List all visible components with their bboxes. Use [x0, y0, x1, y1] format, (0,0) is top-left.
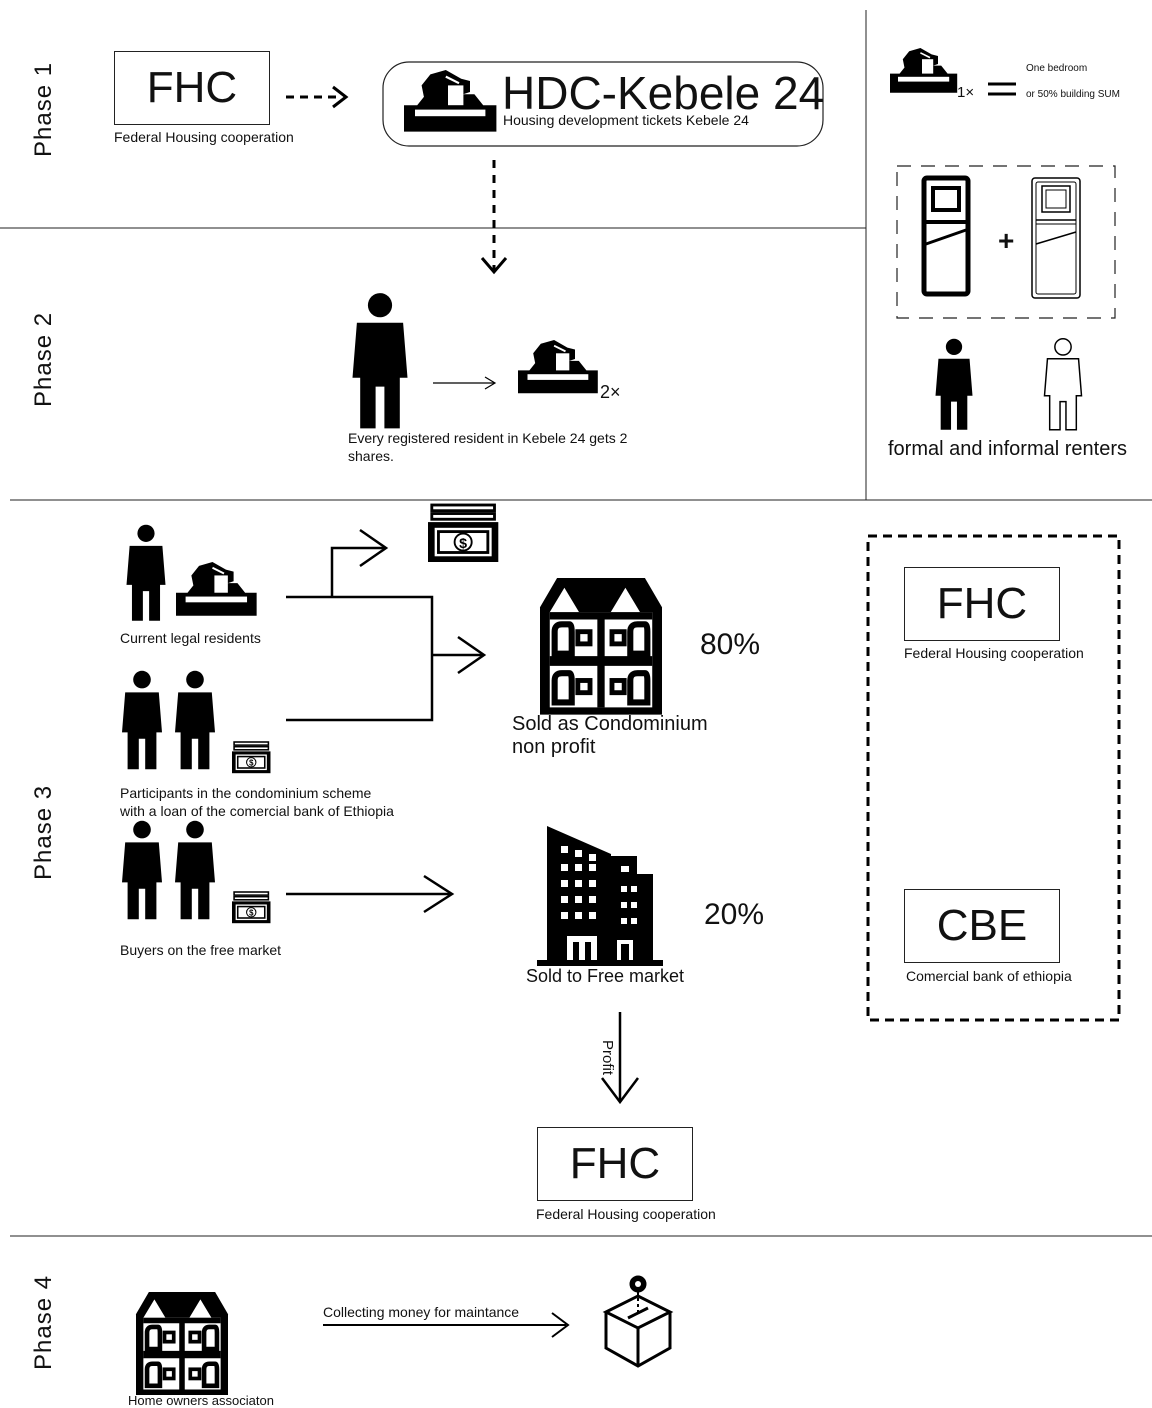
- legend-multiplier: 1×: [957, 84, 975, 101]
- side-cbe-caption: Comercial bank of ethiopia: [906, 968, 1072, 984]
- legend-line-2: or 50% building SUM: [1026, 89, 1120, 100]
- legend-ballot-icon: [889, 47, 959, 94]
- hoa-house-icon: [136, 1292, 228, 1395]
- flow-lines: [286, 528, 639, 1105]
- renters-caption: formal and informal renters: [888, 438, 1127, 460]
- condo-caption-1: Sold as Condominium: [512, 713, 708, 735]
- phase-1-label: Phase 1: [30, 61, 57, 157]
- phase2-multiplier: 2×: [600, 382, 621, 402]
- market-percent: 20%: [704, 898, 765, 931]
- bed-solid-icon: [924, 178, 968, 294]
- side-cbe-box: CBE: [904, 889, 1060, 963]
- tower-icon: [537, 826, 663, 966]
- condominium-icon: [540, 578, 662, 715]
- legal-resident-icon: [126, 524, 166, 621]
- phase2-ballot-icon: [517, 339, 599, 395]
- legal-residents-caption: Current legal residents: [120, 630, 261, 646]
- hdc-caption: Housing development tickets Kebele 24: [503, 112, 749, 128]
- collect-label: Collecting money for maintance: [323, 1304, 520, 1320]
- cash-icon: [426, 503, 500, 564]
- resident-icon: [352, 293, 408, 429]
- phase2-caption-1: Every registered resident in Kebele 24 g…: [348, 430, 628, 446]
- resident-arrow: [433, 376, 497, 390]
- phase-4-label: Phase 4: [30, 1274, 57, 1370]
- hdc-box: [382, 61, 824, 147]
- donation-box-icon: [602, 1275, 674, 1368]
- participant-1-icon: [122, 670, 162, 770]
- participants-caption-1: Participants in the condominium scheme: [120, 785, 372, 801]
- partners-dashed-box: [866, 534, 1121, 1022]
- market-caption: Sold to Free market: [526, 966, 685, 986]
- beds-dashed-box: [896, 165, 1116, 319]
- profit-fhc-box: FHC: [537, 1127, 693, 1201]
- profit-fhc-caption: Federal Housing cooperation: [536, 1206, 716, 1222]
- side-fhc-caption: Federal Housing cooperation: [904, 645, 1084, 661]
- side-fhc-box: FHC: [904, 567, 1060, 641]
- phase2-caption-2: shares.: [348, 448, 394, 464]
- phase-dividers: [0, 10, 1152, 1237]
- bed-outline-icon: [1031, 177, 1081, 299]
- fhc-box: FHC: [114, 51, 270, 125]
- formal-renter-icon: [935, 338, 973, 430]
- participants-caption-2: with a loan of the comercial bank of Eth…: [120, 803, 394, 819]
- phase-3-label: Phase 3: [30, 784, 57, 880]
- participant-2-icon: [175, 670, 215, 770]
- legend-line-1: One bedroom: [1026, 63, 1088, 74]
- condo-caption-2: non profit: [512, 736, 596, 758]
- buyer-money-icon: [231, 891, 272, 924]
- legend-equals-icon: [988, 82, 1016, 96]
- hdc-to-phase2-arrow: [480, 160, 508, 275]
- buyer-2-icon: [175, 820, 215, 920]
- hoa-caption: Home owners associaton: [128, 1393, 274, 1408]
- buyers-caption: Buyers on the free market: [120, 942, 282, 958]
- legend-plus: +: [998, 225, 1015, 256]
- hdc-ballot-icon: [402, 68, 498, 133]
- fhc-to-hdc-arrow: [286, 85, 349, 109]
- informal-renter-icon: [1043, 338, 1083, 431]
- fhc-caption: Federal Housing cooperation: [114, 129, 294, 145]
- condo-percent: 80%: [700, 628, 761, 661]
- participant-money-icon: [231, 741, 272, 774]
- phase-2-label: Phase 2: [30, 311, 57, 407]
- legal-resident-ballot-icon: [175, 561, 258, 617]
- hdc-title: HDC-Kebele 24: [502, 67, 825, 119]
- collect-arrow: [323, 1312, 570, 1338]
- profit-label: Profit: [599, 1040, 616, 1076]
- buyer-1-icon: [122, 820, 162, 920]
